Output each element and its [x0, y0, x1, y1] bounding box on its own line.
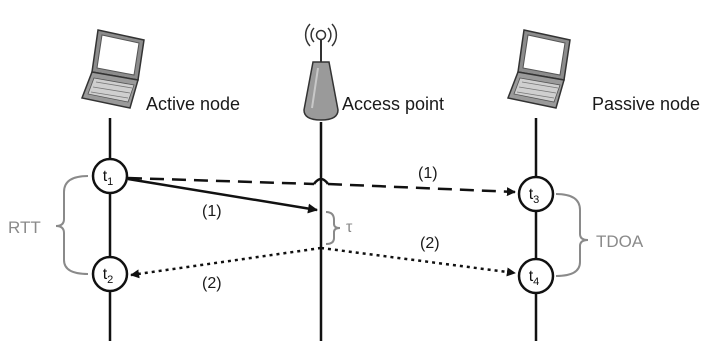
- message-2-to-passive-label: (2): [420, 235, 440, 252]
- svg-text:t1: t1: [103, 168, 114, 188]
- event-t3-base: t: [529, 186, 534, 203]
- svg-text:t2: t2: [103, 266, 114, 286]
- tau-bracket: [325, 211, 341, 245]
- event-t2-sub: 2: [107, 274, 113, 286]
- event-t1-sub: 1: [107, 176, 113, 188]
- event-t2: t2: [91, 255, 129, 293]
- laptop-icon: [80, 29, 145, 109]
- tdoa-bracket: [555, 193, 589, 277]
- active-node-label: Active node: [146, 94, 240, 114]
- event-t4-sub: 4: [533, 276, 539, 288]
- event-t1-base: t: [103, 168, 108, 185]
- message-1-dashed-arrow-end: [327, 182, 516, 197]
- passive-node-label: Passive node: [592, 94, 700, 114]
- access-point-icon: [303, 23, 339, 121]
- event-t4: t4: [517, 257, 555, 295]
- access-point-label: Access point: [342, 94, 444, 114]
- event-t2-base: t: [103, 266, 108, 283]
- message-2-dotted-arrow-to-passive: [320, 246, 516, 277]
- laptop-icon: [506, 29, 571, 109]
- svg-text:t3: t3: [529, 186, 540, 206]
- message-2-to-active-label: (2): [202, 275, 222, 292]
- message-1-solid-arrow: [127, 177, 318, 214]
- message-1-direct-label: (1): [418, 165, 438, 182]
- event-t3-sub: 3: [533, 194, 539, 206]
- event-t3: t3: [517, 175, 555, 213]
- event-t1: t1: [91, 157, 129, 195]
- tdoa-label: TDOA: [596, 232, 644, 251]
- message-2-dotted-arrow-to-active: [130, 246, 322, 279]
- message-1-dashed-arrow: [127, 176, 315, 186]
- tau-label: τ: [346, 219, 353, 236]
- rtt-bracket: [55, 175, 89, 275]
- rtt-label: RTT: [8, 218, 41, 237]
- message-1-line-hop: [312, 177, 330, 185]
- message-1-to-ap-label: (1): [202, 203, 222, 220]
- event-t4-base: t: [529, 268, 534, 285]
- svg-text:t4: t4: [529, 268, 540, 288]
